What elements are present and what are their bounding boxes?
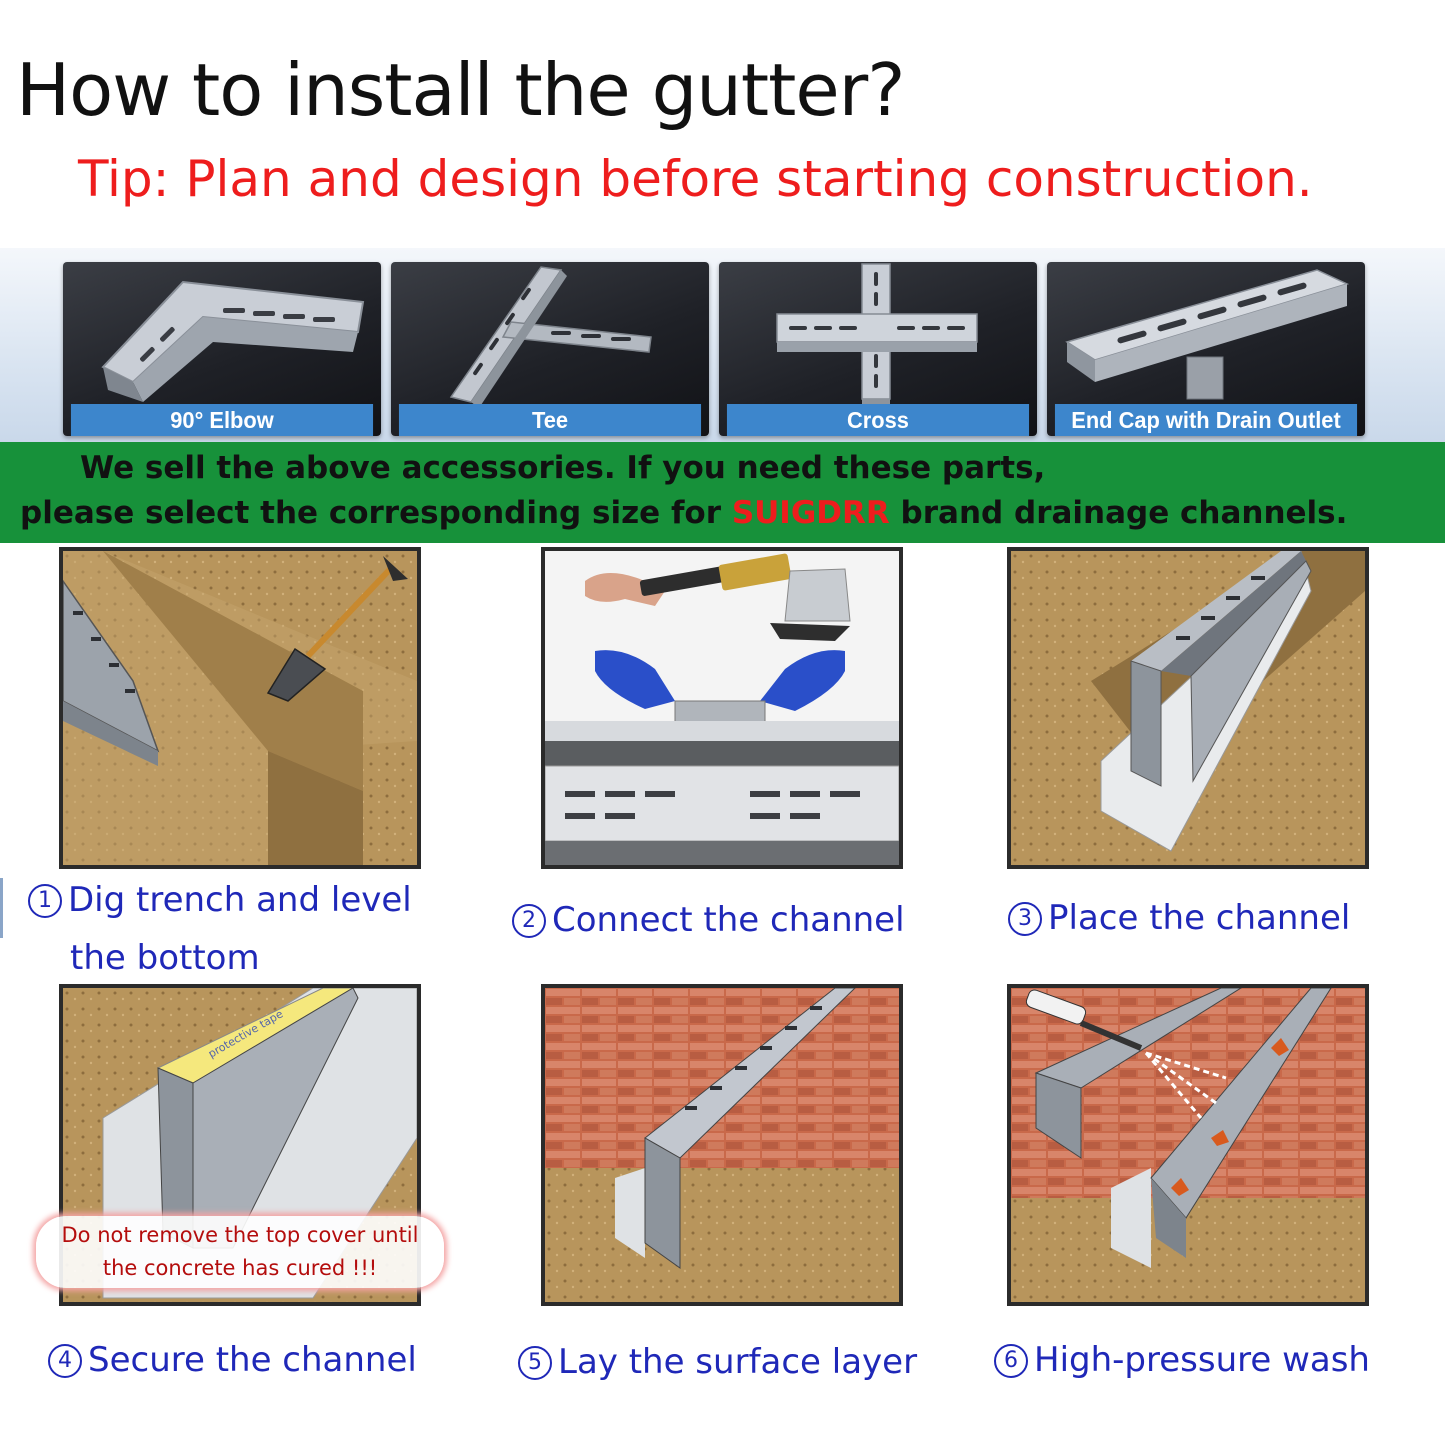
notice-band: [0, 442, 1445, 543]
brand-name: SUIGDRR: [731, 495, 890, 531]
step-3-text: Place the channel: [1048, 898, 1351, 938]
step-6-text: High-pressure wash: [1034, 1340, 1370, 1380]
step-3-illustration: [1007, 547, 1369, 869]
step-5-number: 5: [518, 1346, 552, 1380]
tip-text: Tip: Plan and design before starting con…: [78, 150, 1313, 208]
accessory-label-end-cap: End Cap with Drain Outlet: [1054, 404, 1358, 436]
warning-bubble: Do not remove the top cover until the co…: [36, 1216, 444, 1288]
accessory-card-tee: Tee: [391, 262, 709, 436]
step-1-illustration: [59, 547, 421, 869]
step-4-text: Secure the channel: [88, 1340, 417, 1380]
elbow-channel-icon: [101, 280, 365, 402]
notice-line-2-end: brand drainage channels.: [889, 495, 1348, 531]
end-cap-drain-icon: [1065, 269, 1350, 400]
step-1-text: Dig trench and level: [68, 880, 412, 920]
accessory-card-cross: Cross: [719, 262, 1037, 436]
step-2-text: Connect the channel: [552, 900, 905, 940]
accessory-label-cross: Cross: [726, 404, 1030, 436]
edge-marker: [0, 878, 3, 938]
cross-channel-icon: [776, 263, 978, 407]
step-5-illustration: [541, 984, 903, 1306]
notice-line-2: please select the corresponding size for…: [20, 495, 1347, 531]
accessory-label-elbow: 90° Elbow: [70, 404, 374, 436]
step-1-number: 1: [28, 884, 62, 918]
step-2-illustration: [541, 547, 903, 869]
step-2-number: 2: [512, 904, 546, 938]
notice-line-2-start: please select the corresponding size for: [20, 495, 732, 531]
step-6-illustration: [1007, 984, 1369, 1306]
accessory-card-elbow: 90° Elbow: [63, 262, 381, 436]
step-1-label-line-2: the bottom: [70, 938, 260, 978]
step-4-number: 4: [48, 1344, 82, 1378]
step-3-number: 3: [1008, 902, 1042, 936]
accessory-card-end-cap: End Cap with Drain Outlet: [1047, 262, 1365, 436]
page-title: How to install the gutter?: [16, 48, 905, 132]
notice-line-1: We sell the above accessories. If you ne…: [80, 450, 1046, 486]
step-6-number: 6: [994, 1344, 1028, 1378]
warning-line-1: Do not remove the top cover until: [61, 1223, 419, 1247]
tee-channel-icon: [449, 266, 652, 408]
warning-line-2: the concrete has cured !!!: [102, 1256, 378, 1280]
step-5-text: Lay the surface layer: [558, 1342, 918, 1382]
accessory-label-tee: Tee: [398, 404, 702, 436]
